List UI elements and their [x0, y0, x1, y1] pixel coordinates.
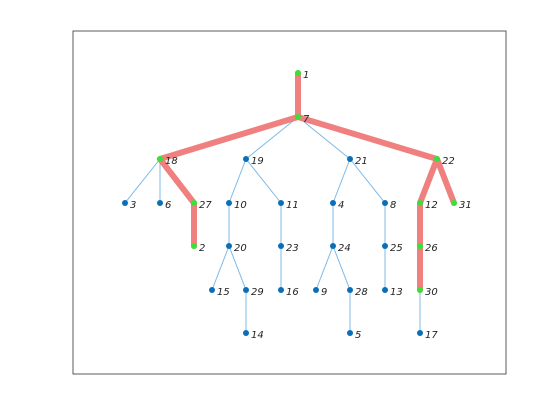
edge-7-22 [295, 114, 440, 162]
node-label-31: 31 [459, 200, 472, 211]
edge-22-12 [417, 156, 440, 206]
node-25 [382, 243, 388, 249]
node-28 [347, 287, 353, 293]
edge-7-18 [157, 114, 301, 162]
node-12 [417, 200, 423, 206]
node-label-23: 23 [286, 243, 299, 254]
node-4 [330, 200, 336, 206]
node-3 [122, 200, 128, 206]
node-label-15: 15 [217, 287, 230, 298]
node-18 [157, 156, 163, 162]
node-label-14: 14 [251, 330, 264, 341]
node-label-20: 20 [234, 243, 247, 254]
node-8 [382, 200, 388, 206]
node-label-16: 16 [286, 287, 299, 298]
node-label-27: 27 [199, 200, 212, 211]
node-17 [417, 330, 423, 336]
node-26 [417, 243, 423, 249]
node-label-19: 19 [251, 156, 264, 167]
node-label-29: 29 [251, 287, 264, 298]
edges-layer [124, 70, 457, 333]
node-10 [226, 200, 232, 206]
node-label-4: 4 [338, 200, 344, 211]
edge-21-8 [349, 158, 386, 204]
edge-7-19 [245, 116, 299, 160]
node-5 [347, 330, 353, 336]
node-label-26: 26 [425, 243, 438, 254]
node-13 [382, 287, 388, 293]
node-30 [417, 287, 423, 293]
node-label-21: 21 [355, 156, 368, 167]
node-label-22: 22 [442, 156, 455, 167]
node-label-25: 25 [390, 243, 403, 254]
node-9 [313, 287, 319, 293]
node-15 [209, 287, 215, 293]
edge-22-31 [434, 156, 457, 206]
node-22 [434, 156, 440, 162]
node-7 [295, 114, 301, 120]
edge-21-4 [332, 158, 351, 204]
node-label-2: 2 [199, 243, 205, 254]
node-label-28: 28 [355, 287, 368, 298]
edge-18-27 [157, 156, 197, 206]
node-27 [191, 200, 197, 206]
node-label-12: 12 [425, 200, 438, 211]
node-31 [451, 200, 457, 206]
node-label-24: 24 [338, 243, 351, 254]
node-6 [157, 200, 163, 206]
node-24 [330, 243, 336, 249]
edge-19-11 [245, 158, 282, 204]
edge-20-29 [228, 245, 247, 291]
node-label-11: 11 [286, 200, 299, 211]
edge-7-21 [297, 116, 351, 160]
edge-24-28 [332, 245, 351, 291]
node-19 [243, 156, 249, 162]
edge-24-9 [315, 245, 334, 291]
node-23 [278, 243, 284, 249]
node-label-30: 30 [425, 287, 438, 298]
axes-box [72, 30, 507, 375]
node-29 [243, 287, 249, 293]
node-2 [191, 243, 197, 249]
node-11 [278, 200, 284, 206]
node-label-6: 6 [165, 200, 171, 211]
node-14 [243, 330, 249, 336]
edge-19-10 [228, 158, 247, 204]
nodes-layer [122, 70, 457, 336]
node-label-17: 17 [425, 330, 438, 341]
node-label-5: 5 [355, 330, 361, 341]
node-label-13: 13 [390, 287, 403, 298]
node-label-9: 9 [321, 287, 327, 298]
edge-20-15 [211, 245, 230, 291]
node-label-3: 3 [130, 200, 136, 211]
node-label-1: 1 [303, 70, 309, 81]
node-16 [278, 287, 284, 293]
node-label-18: 18 [165, 156, 178, 167]
node-label-8: 8 [390, 200, 396, 211]
node-label-10: 10 [234, 200, 247, 211]
edge-18-3 [124, 158, 161, 204]
node-1 [295, 70, 301, 76]
node-21 [347, 156, 353, 162]
node-label-7: 7 [303, 114, 310, 125]
node-20 [226, 243, 232, 249]
